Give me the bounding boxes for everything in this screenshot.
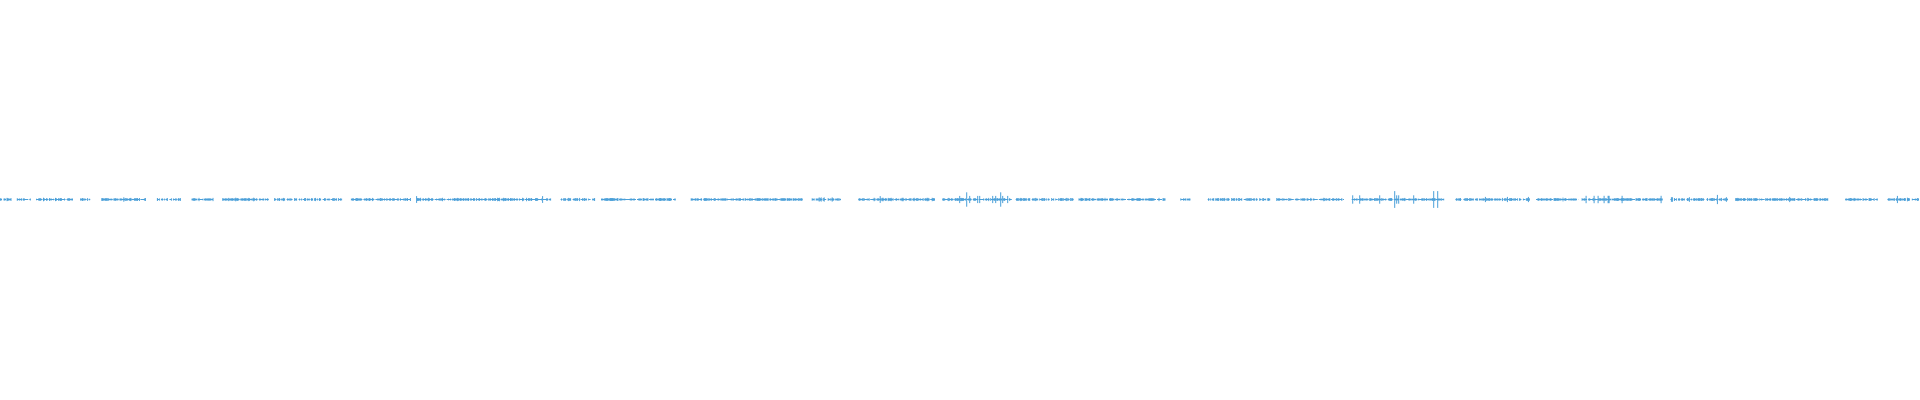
- waveform-segment: [101, 197, 135, 202]
- waveform-segment: [191, 197, 214, 202]
- waveform-segment: [1015, 197, 1076, 202]
- waveform-segment: [350, 197, 411, 202]
- waveform-segment: [942, 192, 1012, 207]
- waveform-segment: [1911, 198, 1919, 201]
- waveform-segment: [0, 197, 12, 202]
- waveform-segment: [80, 198, 91, 201]
- waveform-segment: [222, 197, 269, 202]
- waveform-segment: [560, 197, 596, 202]
- waveform-segment: [601, 198, 676, 201]
- waveform-segment: [1180, 198, 1191, 201]
- waveform-segment: [133, 198, 146, 201]
- waveform-segment: [1455, 196, 1531, 203]
- waveform-segment: [1536, 197, 1579, 202]
- waveform-segment: [36, 197, 73, 202]
- waveform-segments: [0, 191, 1919, 208]
- waveform-segment: [811, 197, 841, 202]
- waveform-segment: [274, 197, 343, 202]
- waveform-segment: [1670, 194, 1728, 205]
- waveform-segment: [1207, 197, 1271, 202]
- waveform-segment: [1276, 197, 1344, 202]
- waveform-segment: [1078, 197, 1166, 202]
- waveform-segment: [1735, 196, 1829, 203]
- waveform-segment: [16, 198, 31, 201]
- waveform-segment: [858, 196, 935, 203]
- waveform-segment: [690, 198, 803, 201]
- waveform-segment: [416, 196, 552, 203]
- waveform-segment: [1351, 191, 1445, 208]
- waveform-segment: [156, 198, 181, 201]
- waveform-segment: [1581, 195, 1663, 204]
- waveform-segment: [1845, 197, 1878, 202]
- waveform-segment: [1887, 195, 1911, 204]
